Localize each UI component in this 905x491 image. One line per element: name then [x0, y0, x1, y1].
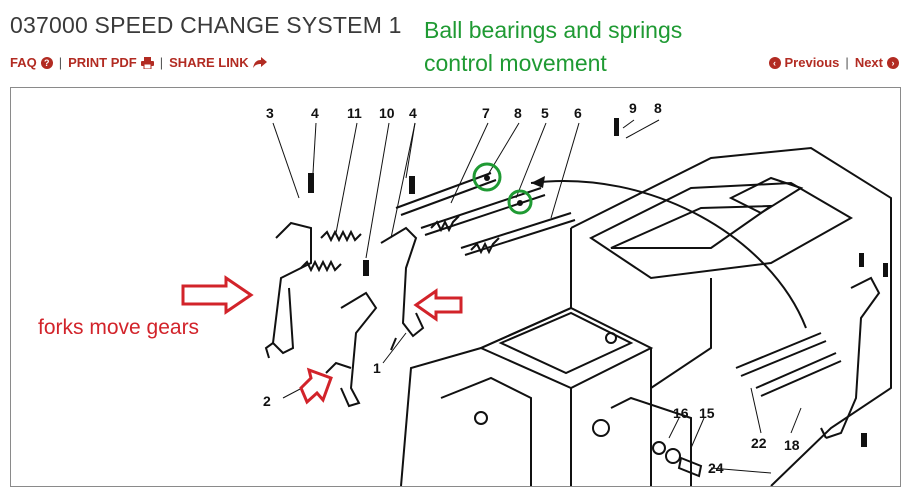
part-label: 10	[379, 105, 395, 121]
share-arrow-icon	[252, 57, 267, 68]
red-arrow-right-icon	[181, 275, 254, 315]
cable-arrow-icon	[531, 176, 545, 188]
next-link[interactable]: Next ›	[855, 55, 899, 70]
red-arrow-left-icon	[413, 288, 463, 322]
ball-bearing-highlight-1	[472, 162, 502, 192]
print-pdf-label: PRINT PDF	[68, 55, 137, 70]
part-label: 16	[673, 405, 689, 421]
next-label: Next	[854, 55, 883, 70]
part-label: 3	[266, 105, 274, 121]
springs	[300, 215, 500, 273]
nav-separator: |	[845, 55, 849, 70]
red-annotation: forks move gears	[38, 316, 200, 339]
faq-label: FAQ	[10, 55, 37, 70]
question-circle-icon: ?	[40, 56, 53, 69]
share-link[interactable]: SHARE LINK	[169, 55, 267, 70]
part-labels: 3 4 11 10 4 7 8 5 6 9 8 2 1 16 15 24 22 …	[263, 100, 800, 476]
toolbar-separator: |	[58, 55, 63, 70]
ball-bearing-1	[484, 175, 490, 181]
part-label: 6	[574, 105, 582, 121]
part-label: 8	[654, 100, 662, 116]
part-label: 7	[482, 105, 490, 121]
faq-link[interactable]: FAQ ?	[10, 55, 53, 70]
ball-bearing-highlight-2	[507, 189, 533, 215]
part-label: 4	[409, 105, 417, 121]
shift-rods	[395, 172, 842, 397]
bolt-assembly	[652, 441, 703, 478]
part-label: 5	[541, 105, 549, 121]
part-label: 9	[629, 100, 637, 116]
part-label: 2	[263, 393, 271, 409]
part-label: 24	[708, 460, 724, 476]
previous-link[interactable]: ‹ Previous	[768, 55, 840, 70]
green-annotation-line-2: control movement	[424, 50, 607, 76]
printer-icon	[140, 56, 154, 69]
part-label: 15	[699, 405, 715, 421]
detent-pins	[308, 118, 888, 447]
green-annotation: Ball bearings and springs control moveme…	[424, 14, 682, 80]
share-link-label: SHARE LINK	[169, 55, 249, 70]
ball-bearing-2	[517, 200, 523, 206]
leader-lines	[272, 119, 802, 474]
shift-forks	[264, 221, 881, 439]
part-label: 1	[373, 360, 381, 376]
chevron-right-circle-icon: ›	[887, 56, 899, 69]
green-annotation-line-1: Ball bearings and springs	[424, 17, 683, 43]
part-label: 22	[751, 435, 767, 451]
page-title: 037000 SPEED CHANGE SYSTEM 1	[10, 12, 402, 38]
diagram-frame: 3 4 11 10 4 7 8 5 6 9 8 2 1 16 15 24 22 …	[10, 87, 901, 487]
part-label: 8	[514, 105, 522, 121]
previous-label: Previous	[784, 55, 840, 70]
part-label: 4	[311, 105, 319, 121]
part-label: 11	[347, 105, 362, 121]
gearbox-exploded-diagram: 3 4 11 10 4 7 8 5 6 9 8 2 1 16 15 24 22 …	[181, 100, 892, 486]
pagination-nav: ‹ Previous | Next ›	[768, 55, 899, 70]
print-pdf-link[interactable]: PRINT PDF	[68, 55, 154, 70]
linkage-cable	[530, 180, 807, 329]
part-label: 18	[784, 437, 800, 453]
chevron-left-circle-icon: ‹	[768, 56, 781, 69]
toolbar-separator: |	[159, 55, 164, 70]
gearbox-housing	[400, 146, 892, 486]
toolbar: FAQ ? | PRINT PDF | SHARE LINK	[10, 55, 267, 70]
red-arrow-up-right-icon	[299, 367, 333, 405]
